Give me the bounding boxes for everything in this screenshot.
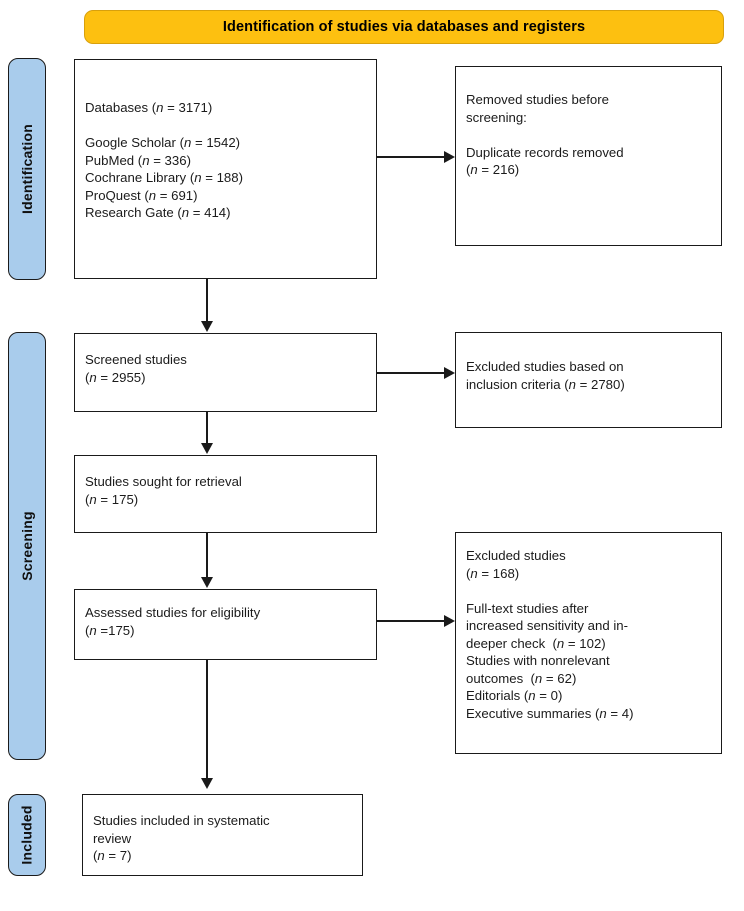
sample-size-symbol: n [528,688,536,703]
sample-size-symbol: n [534,670,543,686]
removed-before-screening-box: Removed studies before screening: Duplic… [455,66,722,246]
sample-size-symbol: n [194,170,202,185]
connector-screened-to-sought [206,412,208,444]
sample-size-symbol: n [142,152,150,168]
assessed-eligibility-text: Assessed studies for eligibility (n =175… [85,605,261,638]
sample-size-symbol: n [156,100,164,115]
sample-size-symbol: n [568,376,576,392]
sample-size-symbol: n [97,848,105,863]
excluded-studies-detail-box: Excluded studies (n = 168) Full-text stu… [455,532,722,754]
stage-label-included: Included [19,805,36,865]
stage-label-identification: Identification [19,124,36,214]
excluded-studies-detail-text: Excluded studies (n = 168) Full-text stu… [466,548,634,721]
studies-included-in-review-box: Studies included in systematic review (n… [82,794,363,876]
arrow-databases-to-removed-icon [444,150,455,163]
stage-tab-identification: Identification [8,58,46,280]
sample-size-symbol: n [470,565,478,581]
connector-sought-to-assessed [206,533,208,578]
stage-label-screening: Screening [19,511,35,581]
sample-size-symbol: n [148,187,157,203]
connector-databases-to-removed [377,156,445,158]
excluded-inclusion-criteria-text: Excluded studies based on inclusion crit… [466,359,625,392]
sample-size-symbol: n [556,635,565,651]
studies-included-in-review-text: Studies included in systematic review (n… [93,813,270,863]
sample-size-symbol: n [181,205,190,220]
connector-assessed-to-included [206,660,208,779]
sample-size-symbol: n [470,162,478,177]
sample-size-symbol: n [89,491,97,507]
sample-size-symbol: n [599,705,607,721]
studies-sought-for-retrieval-box: Studies sought for retrieval (n = 175) [74,455,377,533]
arrow-databases-to-screened-icon [200,321,213,332]
removed-before-screening-text: Removed studies before screening: Duplic… [466,92,624,177]
arrow-screened-to-excluded-icon [444,366,455,379]
assessed-eligibility-box: Assessed studies for eligibility (n =175… [74,589,377,660]
sample-size-symbol: n [89,622,97,638]
stage-tab-included: Included [8,794,46,876]
stage-tab-screening: Screening [8,332,46,760]
banner-label: Identification of studies via databases … [222,19,586,35]
sample-size-symbol: n [89,369,97,385]
screened-studies-box: Screened studies (n = 2955) [74,333,377,412]
databases-box-text: Databases (n = 3171) Google Scholar (n =… [85,100,243,220]
databases-box: Databases (n = 3171) Google Scholar (n =… [74,59,377,279]
identification-banner: Identification of studies via databases … [84,10,724,44]
arrow-assessed-to-included-icon [200,778,213,789]
excluded-inclusion-criteria-box: Excluded studies based on inclusion crit… [455,332,722,428]
connector-screened-to-excluded [377,372,445,374]
connector-databases-to-screened [206,279,208,322]
arrow-assessed-to-excluded-detail-icon [444,614,455,627]
screened-studies-text: Screened studies (n = 2955) [85,352,187,385]
arrow-screened-to-sought-icon [200,443,213,454]
studies-sought-for-retrieval-text: Studies sought for retrieval (n = 175) [85,474,242,507]
connector-assessed-to-excluded-detail [377,620,445,622]
arrow-sought-to-assessed-icon [200,577,213,588]
sample-size-symbol: n [183,135,192,150]
